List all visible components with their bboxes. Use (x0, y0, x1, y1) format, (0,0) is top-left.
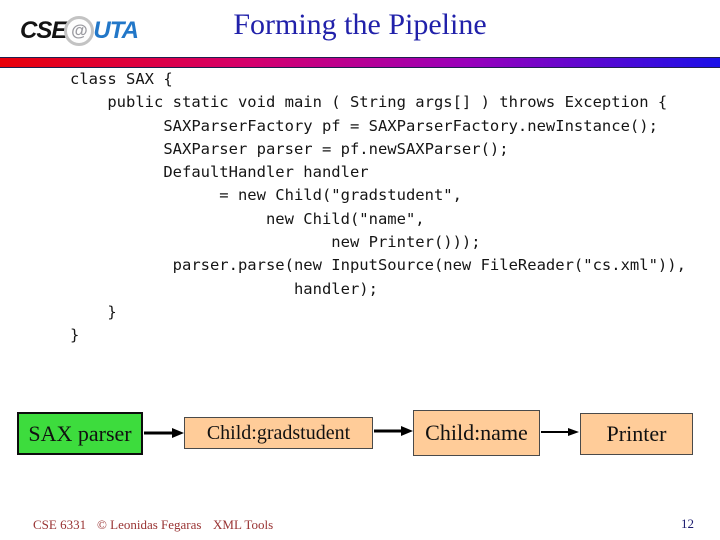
code-block: class SAX { public static void main ( St… (70, 70, 686, 345)
pipeline-box-label: SAX parser (28, 420, 132, 446)
pipeline-box-child-name: Child:name (413, 410, 540, 456)
pipeline-box-printer: Printer (580, 413, 693, 455)
pipeline-box-label: Child:gradstudent (206, 421, 351, 444)
pipeline-box-label: Child:name (425, 420, 528, 445)
arrow-sax-to-gradstudent (144, 428, 184, 438)
gradient-divider-bar (0, 57, 720, 68)
pipeline-box-label: Printer (606, 421, 667, 446)
arrow-gradstudent-to-name (374, 426, 413, 436)
logo-uta-text: UTA (93, 17, 139, 44)
at-circle-icon: @ (64, 16, 95, 46)
footer-copyright: © Leonidas Fegaras (97, 517, 202, 532)
cse-uta-logo: CSE @ UTA (20, 16, 139, 46)
logo-cse-text: CSE (20, 17, 67, 44)
slide-title: Forming the Pipeline (233, 8, 487, 41)
footer-topic: XML Tools (213, 517, 274, 532)
footer-course: CSE 6331 (33, 517, 87, 532)
pipeline-box-child-gradstudent: Child:gradstudent (184, 417, 373, 449)
page-number: 12 (681, 516, 694, 531)
pipeline-box-sax-parser: SAX parser (17, 412, 143, 455)
arrow-name-to-printer (541, 428, 579, 436)
